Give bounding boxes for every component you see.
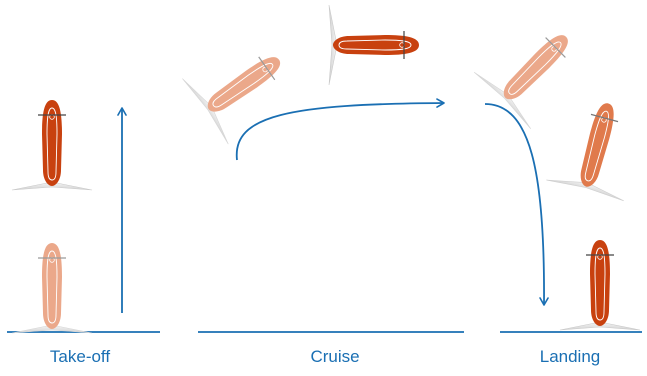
landing-descent-arrow — [484, 103, 549, 306]
takeoff-label: Take-off — [49, 347, 111, 366]
landing-aircraft-ground — [559, 239, 641, 331]
cruise-aircraft-level — [328, 4, 420, 86]
cruise-transition-arrow — [235, 98, 445, 161]
cruise-label: Cruise — [310, 347, 360, 366]
landing-aircraft-tilting — [545, 92, 647, 202]
takeoff-aircraft-upper — [11, 99, 93, 191]
landing-label: Landing — [539, 347, 601, 366]
landing-aircraft-transition — [473, 8, 595, 130]
takeoff-aircraft-lower — [11, 242, 93, 334]
cruise-aircraft-transition — [181, 26, 303, 145]
